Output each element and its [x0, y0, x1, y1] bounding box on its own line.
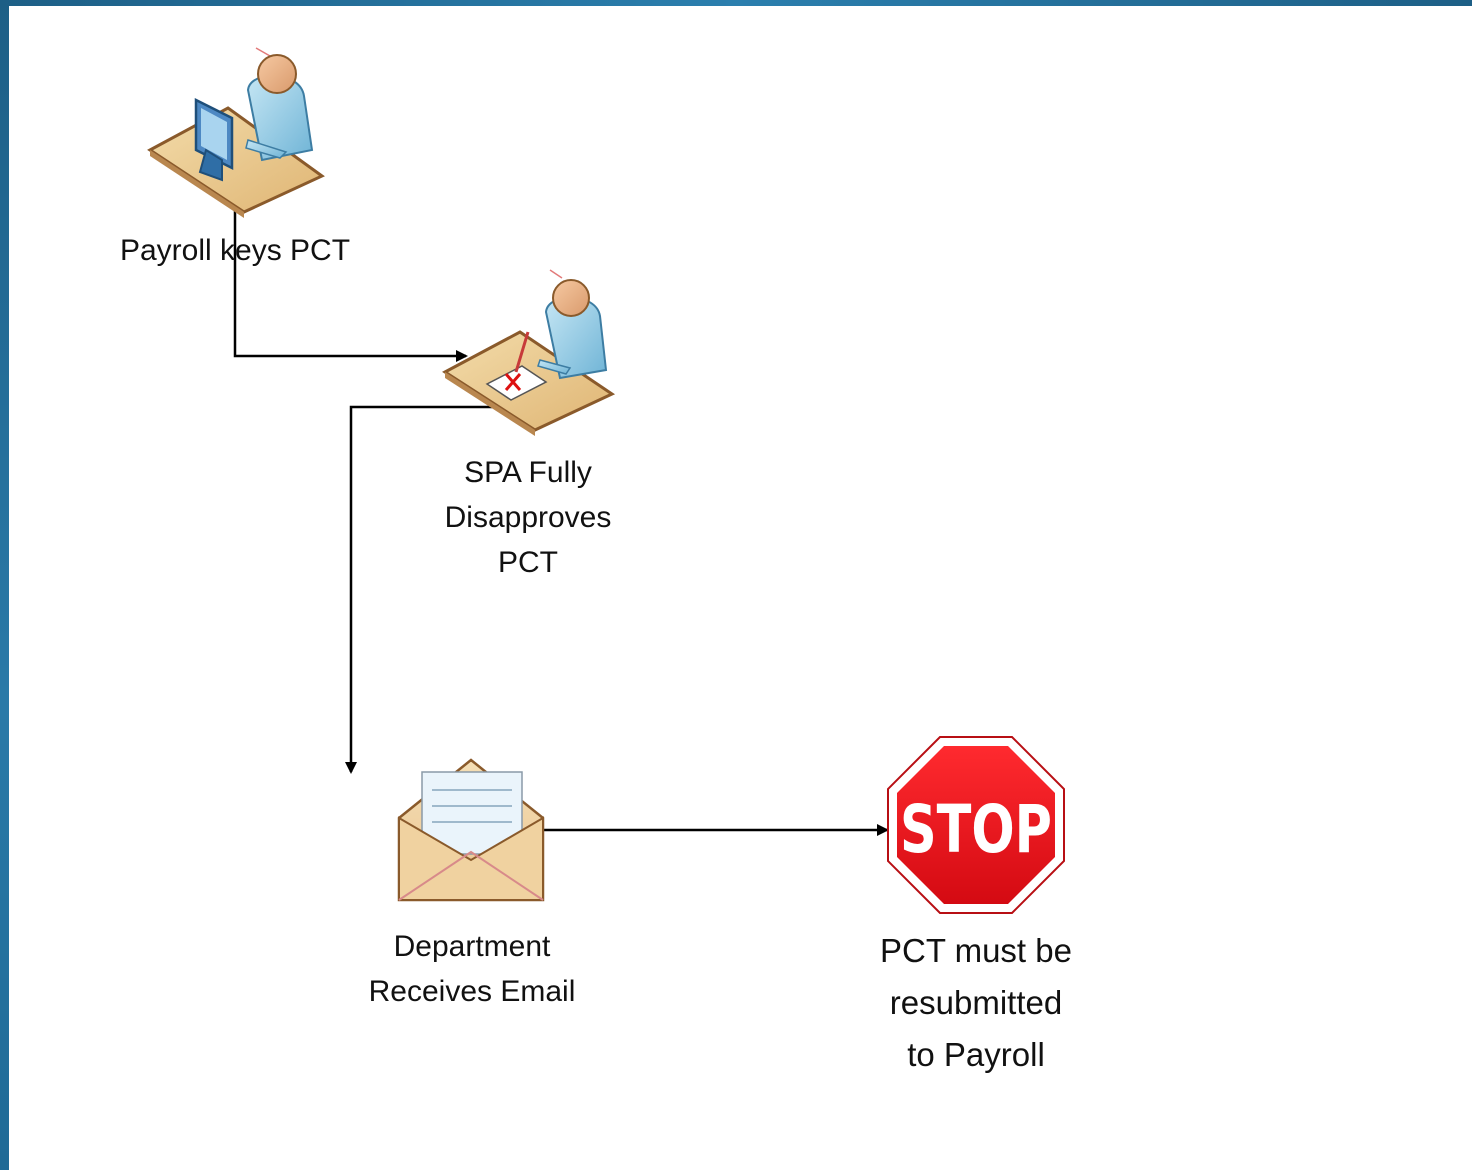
stop-label: PCT must be resubmitted to Payroll — [846, 925, 1106, 1081]
connector-payroll-to-spa — [233, 200, 468, 362]
stop-label-line: to Payroll — [907, 1036, 1045, 1073]
spa-label-line: PCT — [498, 546, 558, 579]
connector-spa-to-department — [345, 405, 520, 774]
open-envelope-icon — [397, 758, 545, 902]
spa-label-line: SPA Fully — [464, 456, 592, 489]
window-top-border — [0, 0, 1472, 6]
stop-sign-text: STOP — [900, 791, 1052, 868]
window-left-border — [0, 0, 9, 1170]
department-label: Department Receives Email — [340, 924, 604, 1014]
stop-label-line: PCT must be — [880, 932, 1072, 969]
person-reviewing-document-icon — [442, 269, 616, 436]
stop-sign-icon: STOP — [887, 736, 1065, 914]
spa-label-line: Disapproves — [444, 501, 612, 534]
stop-label-line: resubmitted — [889, 984, 1063, 1021]
spa-label: SPA Fully Disapproves PCT — [400, 450, 656, 585]
payroll-label: Payroll keys PCT — [119, 234, 351, 267]
department-label-line: Receives Email — [368, 975, 576, 1008]
department-label-line: Department — [393, 930, 551, 963]
person-at-computer-icon — [147, 47, 325, 218]
